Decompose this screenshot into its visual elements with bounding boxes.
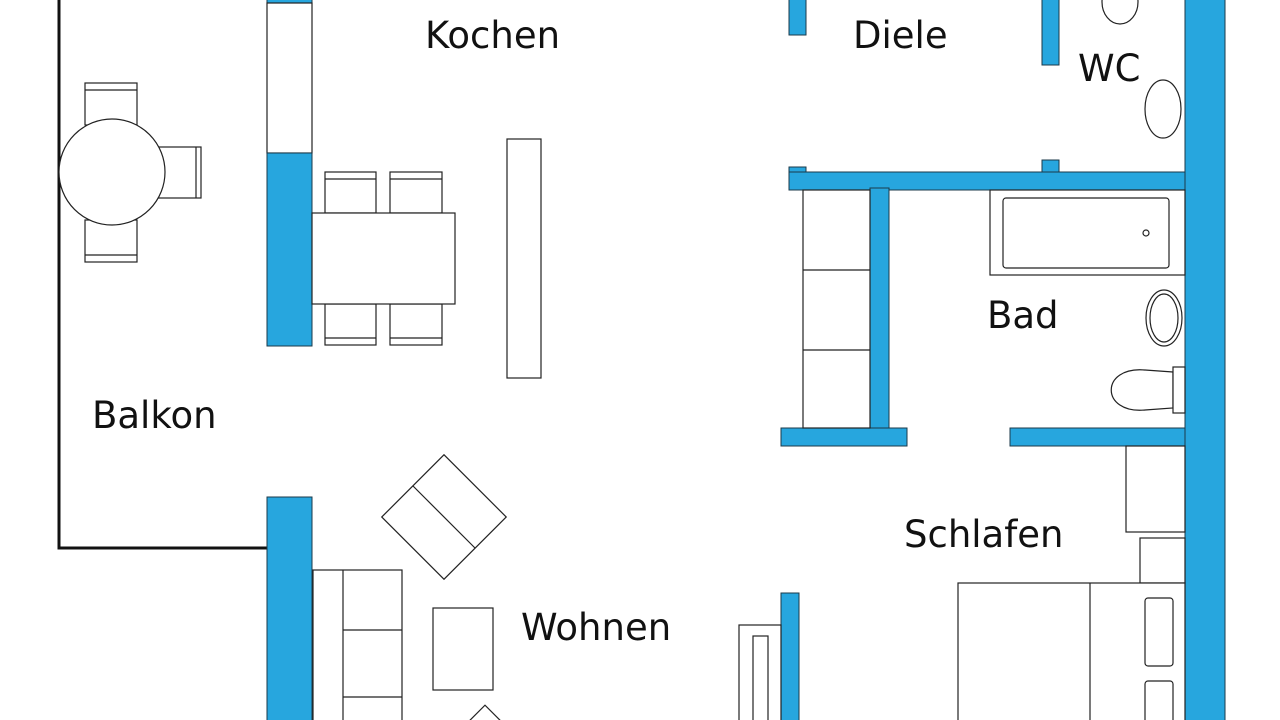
wall xyxy=(869,187,890,431)
toilet xyxy=(1144,79,1182,139)
pillow xyxy=(1144,597,1174,667)
drain-icon xyxy=(1142,229,1150,237)
wall xyxy=(788,0,807,36)
room-label-kochen: Kochen xyxy=(425,14,560,57)
wc-sink xyxy=(1101,0,1139,25)
exterior-wall xyxy=(1184,0,1226,720)
bathroom-toilet xyxy=(1110,369,1174,411)
room-label-wc: WC xyxy=(1078,47,1140,90)
sink-inner xyxy=(1149,293,1179,343)
wall xyxy=(780,592,800,720)
balcony-table-set xyxy=(58,82,202,263)
toilet-tank xyxy=(1172,366,1186,414)
room-label-wohnen: Wohnen xyxy=(521,606,671,649)
wall xyxy=(1009,427,1186,447)
armchair xyxy=(380,453,508,581)
kitchen-counter xyxy=(506,138,542,379)
bathtub-inner xyxy=(1002,197,1170,269)
room-label-diele: Diele xyxy=(853,14,948,57)
chair xyxy=(389,303,443,346)
wall xyxy=(780,427,908,447)
chair xyxy=(324,303,377,346)
window xyxy=(266,2,313,154)
shelf xyxy=(802,189,871,429)
tv-cabinet-inner xyxy=(752,635,769,720)
wall xyxy=(1041,159,1060,173)
balcony-outline xyxy=(57,0,268,550)
room-label-balkon: Balkon xyxy=(92,394,217,437)
wardrobe xyxy=(1125,445,1186,533)
dining-table xyxy=(311,212,456,305)
wall xyxy=(788,171,1186,191)
side-table xyxy=(464,704,506,720)
wall xyxy=(266,152,313,347)
pillow xyxy=(1144,680,1174,720)
wall xyxy=(1041,0,1060,66)
coffee-table xyxy=(432,607,494,691)
room-label-bad: Bad xyxy=(987,294,1059,337)
nightstand xyxy=(1139,537,1186,584)
room-label-schlafen: Schlafen xyxy=(904,513,1063,556)
chair xyxy=(84,219,138,263)
chair xyxy=(389,171,443,214)
dining-set xyxy=(311,171,456,346)
chair xyxy=(324,171,377,214)
sofa xyxy=(312,569,403,720)
round-table xyxy=(58,118,166,226)
wall xyxy=(266,496,313,720)
